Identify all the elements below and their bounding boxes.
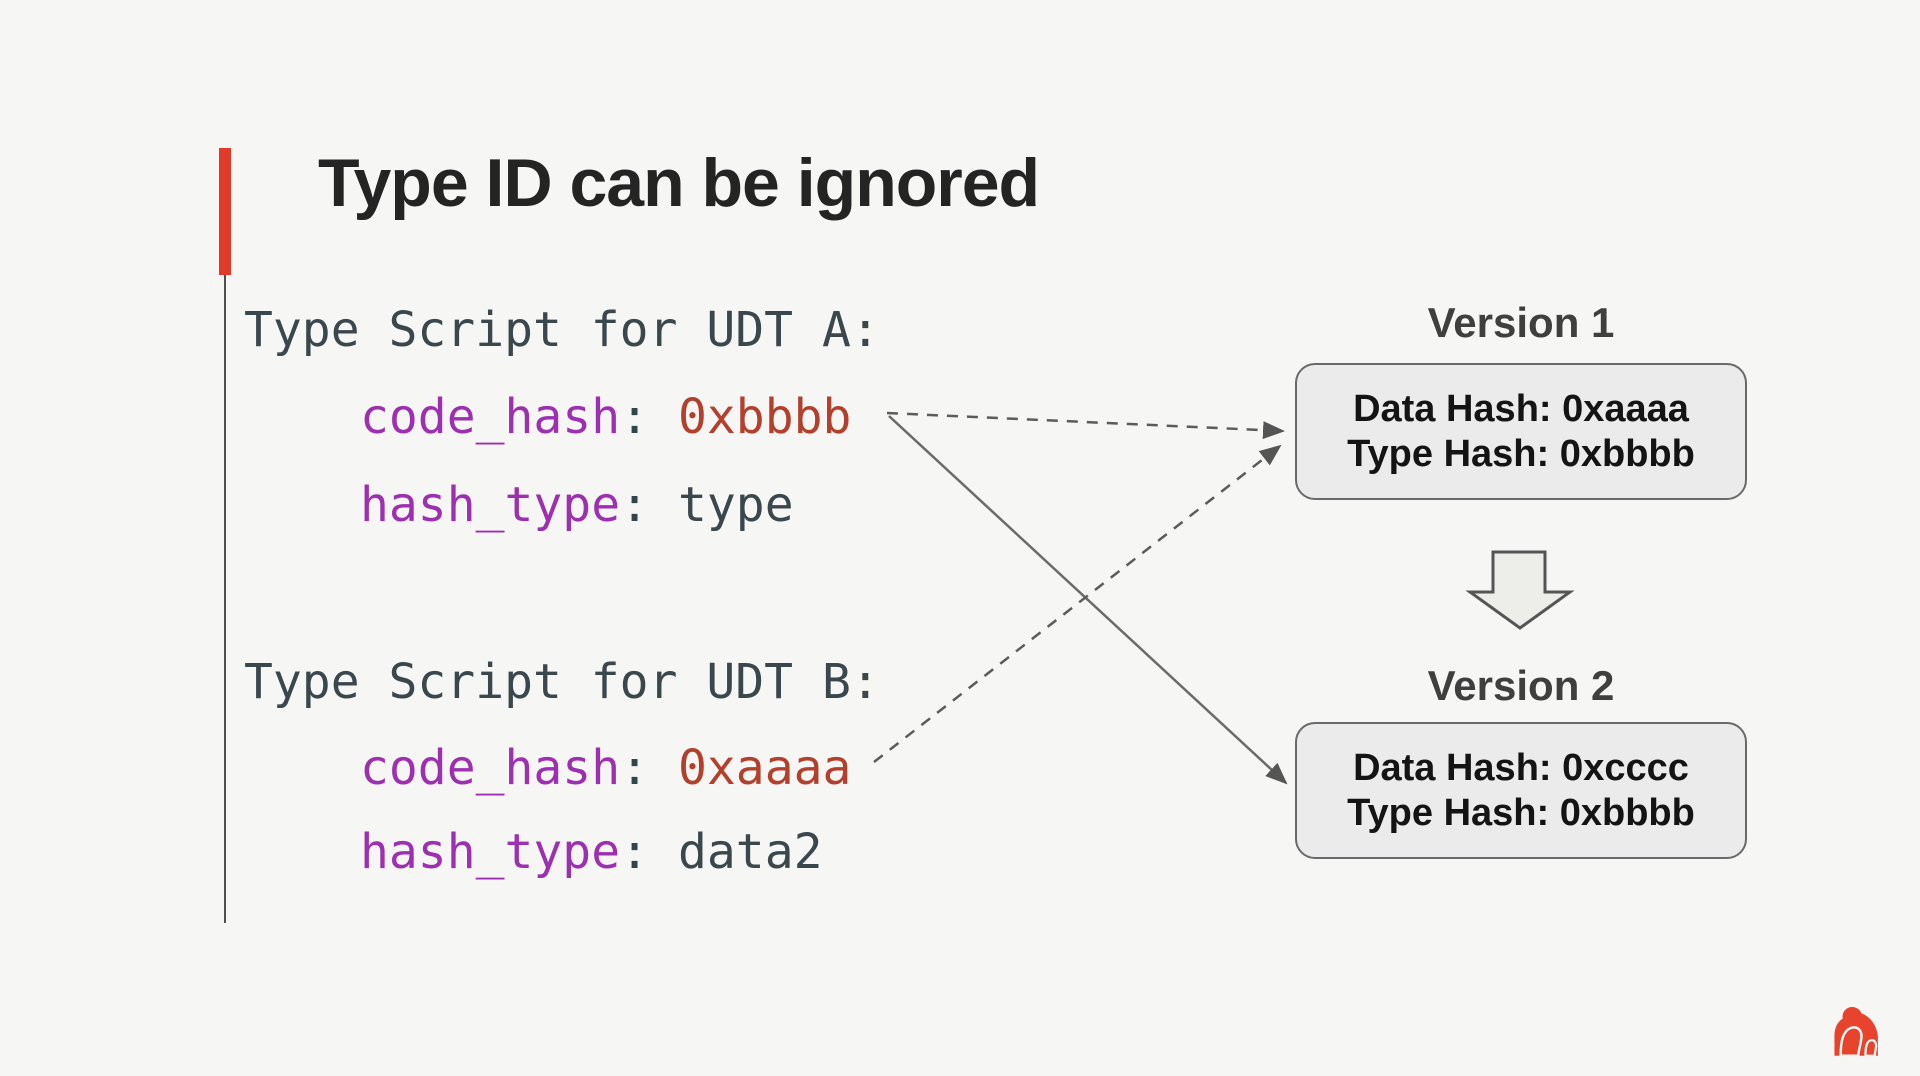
code-header-text: Type Script for UDT B: [244, 654, 880, 710]
type-hash-line: Type Hash: 0xbbbb [1347, 791, 1695, 834]
code-value: 0xbbbb [678, 389, 852, 445]
code-key: code_hash [360, 740, 621, 796]
version-1-label: Version 1 [1427, 299, 1615, 346]
version-2-box: Data Hash: 0xcccc Type Hash: 0xbbbb [1295, 722, 1747, 859]
code-colon: : [620, 740, 649, 796]
solid-arrow-a-to-v2 [888, 415, 1288, 785]
gorilla-logo-icon [1834, 1007, 1878, 1058]
code-value: type [678, 477, 794, 533]
code-line-hash-type-b: hash_type:data2 [360, 828, 823, 876]
code-key: hash_type [360, 477, 621, 533]
slide-title: Type ID can be ignored [318, 145, 1040, 221]
dashed-arrow-b-to-v1 [873, 444, 1282, 763]
code-key: code_hash [360, 389, 621, 445]
code-colon: : [620, 477, 649, 533]
code-line-code-hash-a: code_hash:0xbbbb [360, 393, 851, 441]
code-line-hash-type-a: hash_type:type [360, 481, 794, 529]
code-key: hash_type [360, 824, 621, 880]
code-line-code-hash-b: code_hash:0xaaaa [360, 744, 851, 792]
down-arrow-icon [1465, 550, 1575, 630]
code-colon: : [620, 824, 649, 880]
title-accent-bar [219, 148, 231, 275]
code-header-udt-a: Type Script for UDT A: [244, 306, 880, 354]
code-header-text: Type Script for UDT A: [244, 302, 880, 358]
version-2-label: Version 2 [1427, 662, 1615, 709]
version-1-box: Data Hash: 0xaaaa Type Hash: 0xbbbb [1295, 363, 1747, 500]
left-guide-line [224, 275, 226, 923]
dashed-arrow-a-to-v1 [886, 411, 1285, 440]
code-value: 0xaaaa [678, 740, 852, 796]
code-value: data2 [678, 824, 823, 880]
code-colon: : [620, 389, 649, 445]
type-hash-line: Type Hash: 0xbbbb [1347, 432, 1695, 475]
data-hash-line: Data Hash: 0xaaaa [1353, 387, 1689, 430]
code-header-udt-b: Type Script for UDT B: [244, 658, 880, 706]
data-hash-line: Data Hash: 0xcccc [1353, 746, 1689, 789]
